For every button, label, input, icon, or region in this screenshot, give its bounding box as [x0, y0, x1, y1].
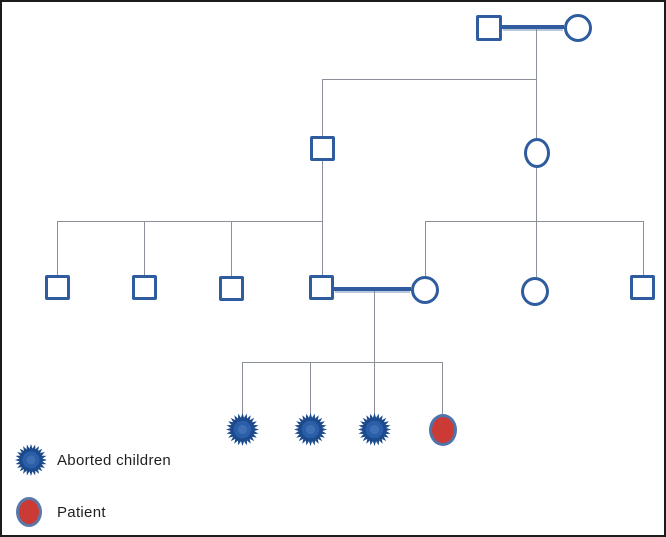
gen2-female-circle: [524, 138, 550, 168]
patient-symbol: [429, 414, 457, 446]
gen2-male-square: [310, 136, 335, 161]
drop-line: [536, 79, 537, 138]
aborted-child-symbol: [358, 413, 391, 446]
sibship-line-gen3-left: [57, 221, 323, 222]
drop-line: [643, 221, 644, 275]
descent-line: [322, 161, 323, 221]
drop-line: [425, 221, 426, 276]
sibship-line-gen3-right: [425, 221, 643, 222]
drop-line: [310, 362, 311, 415]
gen3-father-square: [309, 275, 334, 300]
gen3-female2-circle: [521, 277, 549, 306]
gen1-marriage-line: [502, 25, 564, 29]
aborted-child-symbol: [294, 413, 327, 446]
gen3-mother-circle: [411, 276, 439, 304]
sibship-line-gen2: [322, 79, 537, 80]
patient-circle-icon: [16, 497, 42, 527]
drop-line: [231, 221, 232, 276]
gen3-male1-square: [45, 275, 70, 300]
sibship-line-gen4: [242, 362, 442, 363]
drop-line: [242, 362, 243, 415]
legend-label-aborted-children: Aborted children: [57, 452, 172, 469]
drop-line: [322, 221, 323, 275]
descent-line: [374, 291, 375, 362]
drop-line: [322, 79, 323, 136]
legend-label-patient: Patient: [57, 504, 106, 521]
drop-line: [536, 221, 537, 277]
gen3-marriage-line: [334, 287, 411, 291]
descent-line: [536, 29, 537, 79]
drop-line: [57, 221, 58, 275]
descent-line: [536, 168, 537, 221]
gen1-mother-circle: [564, 14, 592, 42]
gen1-father-square: [476, 15, 502, 41]
drop-line: [374, 362, 375, 415]
aborted-starburst-icon: [15, 444, 47, 476]
drop-line: [442, 362, 443, 414]
drop-line: [144, 221, 145, 275]
gen3-male2-square: [132, 275, 157, 300]
aborted-child-symbol: [226, 413, 259, 446]
gen3-male3-square: [219, 276, 244, 301]
gen3-male4-square: [630, 275, 655, 300]
